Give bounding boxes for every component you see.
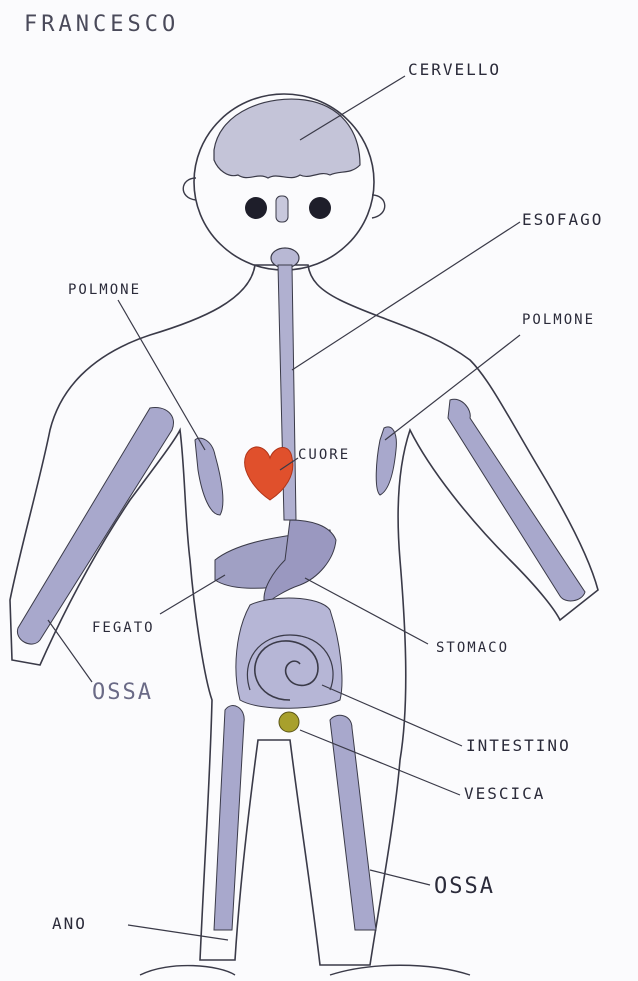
nose: [276, 196, 288, 222]
left-arm-bone: [17, 407, 173, 644]
label-vescica: VESCICA: [464, 784, 545, 803]
label-fegato: FEGATO: [92, 620, 155, 636]
right-lung: [376, 427, 396, 495]
pointer-ossa-left: [48, 620, 92, 682]
label-esofago: ESOFAGO: [522, 210, 603, 229]
label-intestino: INTESTINO: [466, 736, 571, 755]
bladder: [279, 712, 299, 732]
feet: [140, 965, 470, 975]
pointer-ano: [128, 925, 228, 940]
label-stomaco: STOMACO: [436, 640, 509, 656]
pointer-esofago: [292, 222, 520, 370]
pointer-ossa-right: [370, 870, 430, 885]
label-cuore: CUORE: [298, 447, 350, 463]
label-ossa-left: OSSA: [92, 680, 153, 705]
right-ear: [372, 195, 385, 218]
right-leg-bone: [330, 715, 376, 930]
pointer-vescica: [300, 730, 460, 795]
label-polmone-right: POLMONE: [522, 312, 595, 328]
label-ossa-right: OSSA: [434, 874, 495, 899]
author-name: FRANCESCO: [24, 12, 179, 37]
left-lung: [195, 438, 223, 515]
left-eye: [245, 197, 267, 219]
right-eye: [309, 197, 331, 219]
label-ano: ANO: [52, 914, 87, 933]
label-polmone-left: POLMONE: [68, 282, 141, 298]
abdomen: [236, 598, 342, 708]
label-cervello: CERVELLO: [408, 60, 501, 79]
